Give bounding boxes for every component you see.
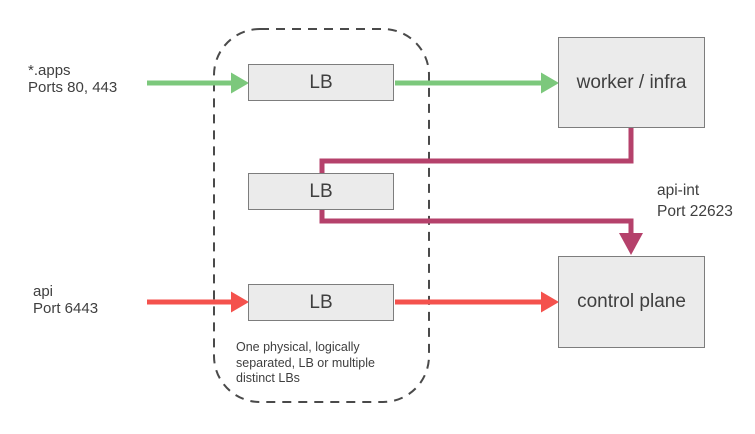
apps-ingress-name: *.apps <box>28 62 71 79</box>
lb-to-controlplane-arrowhead-icon <box>541 291 559 313</box>
worker-infra-node: worker / infra <box>558 37 705 128</box>
api-int-name: api-int <box>657 182 700 199</box>
apps-to-lb-arrowhead-icon <box>231 72 249 94</box>
apps-ingress-label: *.apps Ports 80, 443 <box>28 62 117 96</box>
lb-box-api: LB <box>248 284 394 321</box>
api-ingress-port: Port 6443 <box>33 300 99 317</box>
lb-note-line: distinct LBs <box>236 371 300 385</box>
api-to-lb-arrowhead-icon <box>231 291 249 313</box>
lb-note-line: separated, LB or multiple <box>236 355 375 370</box>
lb-group-dashed-border <box>213 28 430 403</box>
api-int-arrowhead-icon <box>619 233 643 255</box>
lb-to-worker-arrowhead-icon <box>541 72 559 94</box>
api-int-label: api-int Port 22623 <box>657 180 733 222</box>
apps-ingress-ports: Ports 80, 443 <box>28 79 118 96</box>
lb-box-apps: LB <box>248 64 394 101</box>
api-ingress-name: api <box>33 283 54 300</box>
control-plane-node: control plane <box>558 256 705 348</box>
lb-note: One physical, logically separated, LB or… <box>236 340 375 387</box>
lb-box-api-int: LB <box>248 173 394 210</box>
api-int-port: Port 22623 <box>657 203 733 220</box>
lb-note-line: One physical, logically <box>236 340 360 354</box>
api-ingress-label: api Port 6443 <box>33 283 98 317</box>
